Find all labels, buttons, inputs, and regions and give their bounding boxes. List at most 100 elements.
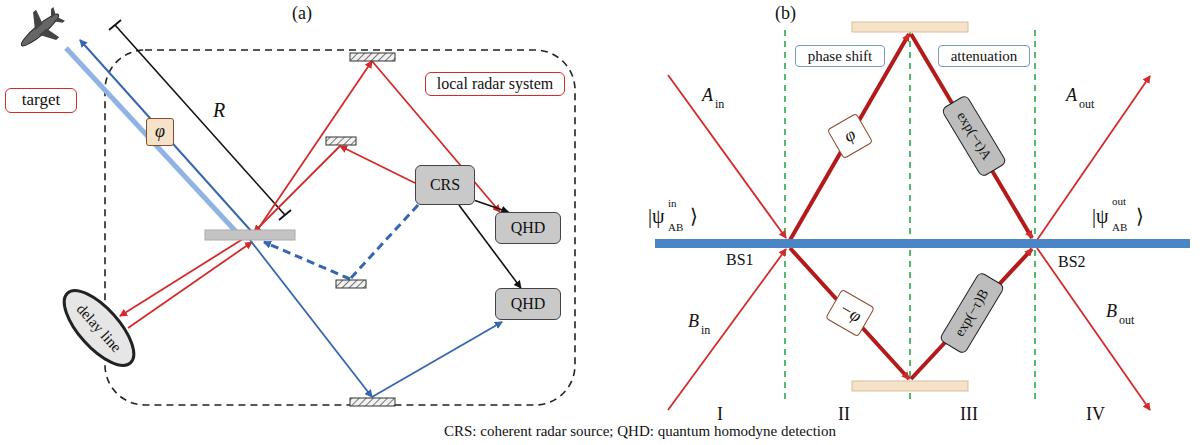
text-label-holder: (a)	[292, 4, 312, 22]
beam-line	[1037, 76, 1150, 240]
system-label-box: local radar system	[425, 72, 565, 96]
attenuation-box: exp(−τ)B	[939, 271, 1006, 355]
node-text: target	[22, 91, 60, 110]
text-label-holder: II	[838, 405, 850, 423]
text-label: IV	[1086, 404, 1105, 424]
text-label: AB	[1112, 221, 1127, 233]
text-label: in	[701, 323, 710, 337]
text-label: |ψ	[1092, 205, 1109, 227]
text-label: out	[1112, 195, 1126, 207]
beam-line	[790, 248, 909, 379]
text-label: (b)	[775, 3, 796, 23]
beam-line	[372, 322, 502, 397]
attenuation-box: exp(−τ)A	[941, 94, 1008, 178]
text-label: in	[668, 197, 677, 209]
region-title-box: attenuation	[938, 45, 1030, 67]
optic-element	[852, 381, 968, 391]
beam-line	[256, 61, 372, 232]
text-label-holder: R	[213, 100, 225, 120]
text-label-holder: in	[701, 324, 710, 336]
phase-box: φ	[146, 118, 174, 146]
text-label-holder: in	[715, 98, 724, 110]
phase-box: φ	[827, 113, 873, 159]
text-label-holder: A	[702, 86, 713, 104]
optic-element	[852, 22, 968, 32]
text-label-holder: |ψ	[1092, 206, 1109, 226]
node-text: exp(−τ)B	[952, 287, 992, 340]
text-label-holder: out	[1079, 98, 1094, 110]
region-title-box: phase shift	[795, 45, 885, 67]
beam-line	[1037, 248, 1150, 410]
caption: CRS: coherent radar source; QHD: quantum…	[444, 423, 836, 439]
beam-line	[911, 249, 1032, 379]
text-label-holder: AB	[1112, 222, 1127, 233]
text-label-holder: B	[1106, 302, 1117, 320]
text-label-holder: out	[1119, 314, 1134, 326]
text-label-holder: |ψ	[648, 206, 665, 226]
plane-body	[18, 11, 61, 50]
beam-line	[109, 20, 121, 30]
beam-line	[66, 48, 240, 236]
source-box: CRS	[415, 165, 475, 205]
text-label: R	[213, 99, 225, 121]
beam-line	[128, 242, 252, 328]
beam-line	[911, 34, 1032, 238]
beam-line	[254, 146, 340, 232]
connector-arrow	[475, 201, 508, 212]
beam-line	[1034, 30, 1036, 400]
beam-line	[115, 25, 285, 215]
caption-holder: CRS: coherent radar source; QHD: quantum…	[444, 424, 836, 439]
optic-element	[105, 50, 575, 405]
text-label: out	[1079, 97, 1094, 111]
delay-line-ellipse: delay line	[50, 277, 148, 379]
text-label: out	[1119, 313, 1134, 327]
optic-element	[350, 398, 395, 406]
text-label-holder: A	[1066, 86, 1077, 104]
node-text: CRS	[430, 176, 460, 194]
text-label: in	[715, 97, 724, 111]
text-label: III	[960, 404, 978, 424]
text-label: I	[717, 404, 723, 424]
text-label-holder: ⟩	[690, 206, 698, 226]
beam-line	[790, 34, 909, 240]
detector-box: QHD	[495, 288, 561, 320]
shape-path	[25, 0, 70, 46]
ellipse-outline	[53, 280, 145, 376]
text-label-holder: in	[668, 198, 677, 209]
text-label: ⟩	[690, 205, 698, 227]
beam-line	[80, 40, 252, 232]
text-label-holder: BS1	[726, 252, 754, 268]
beam-line	[909, 30, 911, 400]
text-label-holder: BS2	[1058, 254, 1086, 270]
optic-element	[655, 239, 1190, 248]
optic-element	[326, 137, 356, 145]
node-text: phase shift	[808, 48, 873, 65]
node-text: exp(−τ)A	[954, 109, 995, 163]
node-text: φ	[841, 125, 860, 147]
target-label-box: target	[5, 88, 77, 113]
text-label-holder: out	[1112, 196, 1126, 207]
beam-line	[784, 30, 786, 400]
node-text: local radar system	[437, 75, 553, 93]
beam-line	[120, 237, 246, 316]
beam-line	[340, 146, 415, 183]
text-label-holder: IV	[1086, 405, 1105, 423]
beam-line	[350, 205, 418, 279]
text-label: |ψ	[648, 205, 665, 227]
text-label-holder: AB	[668, 222, 683, 233]
beam-line	[668, 249, 786, 410]
text-label: AB	[668, 221, 683, 233]
optic-element	[336, 280, 366, 288]
node-text: −φ	[835, 299, 864, 327]
text-label-holder: I	[717, 405, 723, 423]
optic-element	[350, 53, 395, 61]
text-label: A	[702, 85, 713, 105]
text-label: B	[1106, 301, 1117, 321]
node-text: attenuation	[951, 48, 1018, 65]
svg-part	[10, 0, 71, 59]
text-label: (a)	[292, 3, 312, 23]
optic-element	[205, 230, 295, 240]
text-label-holder: B	[688, 312, 699, 330]
node-text: QHD	[511, 219, 546, 237]
text-label: B	[688, 311, 699, 331]
